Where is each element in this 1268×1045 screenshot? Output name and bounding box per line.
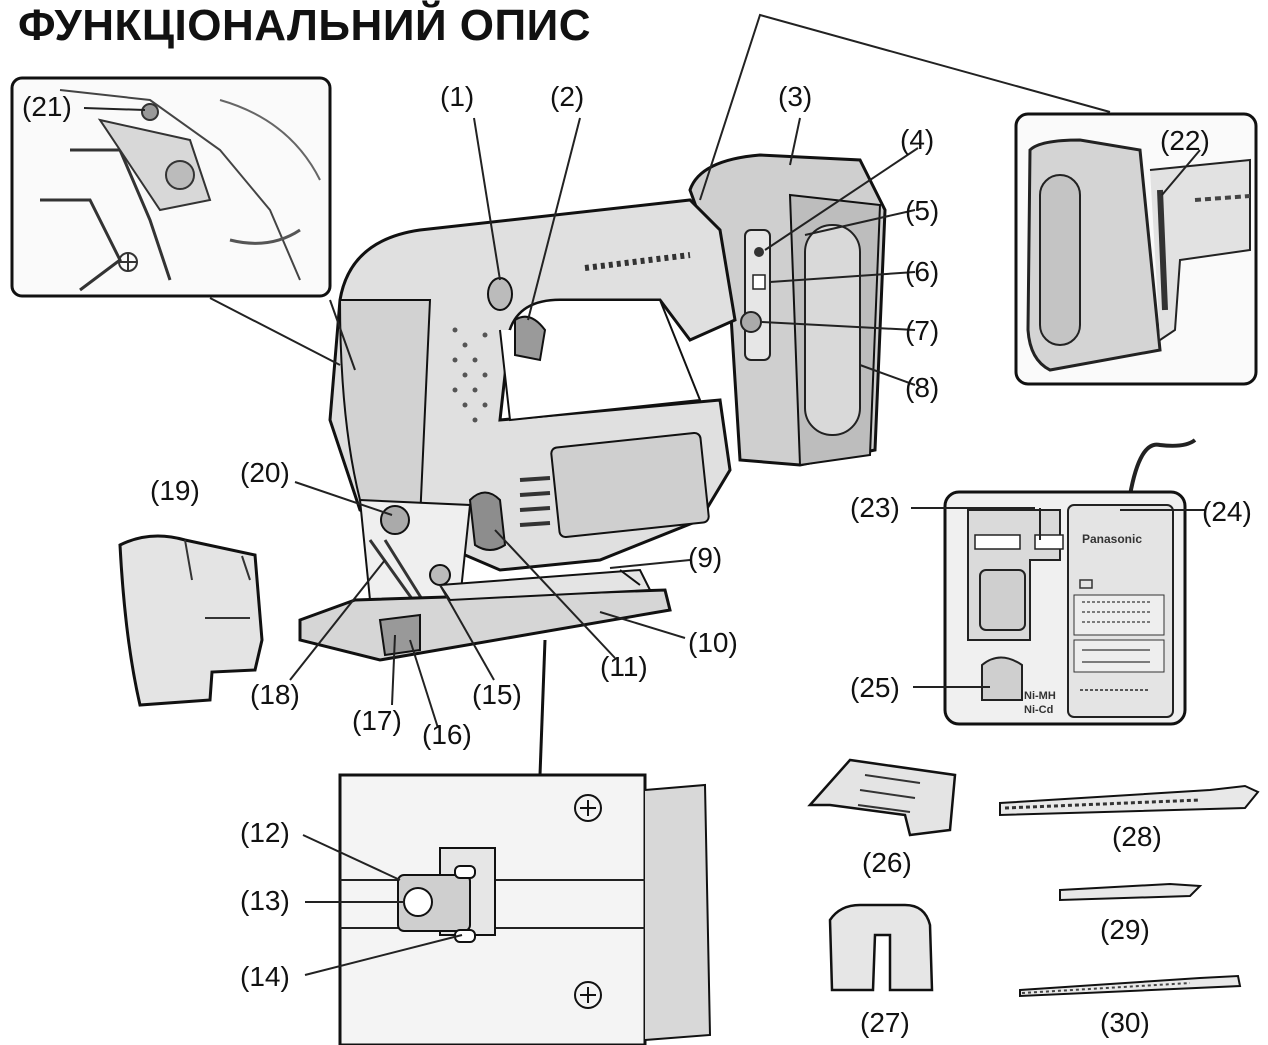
callout-29: (29) <box>1100 914 1150 945</box>
callout-15: (15) <box>472 679 522 710</box>
callout-13: (13) <box>240 885 290 916</box>
accessory-chip-deflector <box>828 903 934 992</box>
callout-11: (11) <box>600 651 648 682</box>
callout-25: (25) <box>850 672 900 703</box>
blade-guard <box>118 534 264 707</box>
callout-26: (26) <box>862 847 912 878</box>
callout-27: (27) <box>860 1007 910 1038</box>
battery-charger: Panasonic Ni-MH Ni-Cd <box>943 438 1197 726</box>
inset-blade-holder-detail <box>10 76 332 298</box>
callout-8: (8) <box>905 372 940 403</box>
callout-21: (21) <box>22 91 72 122</box>
callout-10: (10) <box>688 627 738 658</box>
charger-battery-type-nimh: Ni-MH <box>1024 690 1056 702</box>
callout-6: (6) <box>905 256 940 287</box>
callout-24: (24) <box>1202 496 1252 527</box>
callout-30: (30) <box>1100 1007 1150 1038</box>
callout-9: (9) <box>688 542 723 573</box>
callout-5: (5) <box>905 195 940 226</box>
callout-7: (7) <box>905 315 940 346</box>
callout-20: (20) <box>240 457 290 488</box>
callout-1: (1) <box>440 81 475 112</box>
callout-17: (17) <box>352 705 402 736</box>
accessory-anti-splinter-cover <box>807 758 957 837</box>
callout-19: (19) <box>150 475 200 506</box>
inset-base-underside <box>338 639 712 1045</box>
jigsaw-illustration <box>298 153 887 662</box>
callout-16: (16) <box>422 719 472 750</box>
callout-12: (12) <box>240 817 290 848</box>
accessory-saw-blades <box>999 784 1260 998</box>
leader-lines <box>83 13 1205 976</box>
charger-battery-type-nicd: Ni-Cd <box>1024 704 1053 716</box>
callout-4: (4) <box>900 124 935 155</box>
callout-23: (23) <box>850 492 900 523</box>
callout-28: (28) <box>1112 821 1162 852</box>
charger-brand-text: Panasonic <box>1082 532 1142 546</box>
inset-battery-release-detail <box>1014 112 1258 386</box>
callout-18: (18) <box>250 679 300 710</box>
callout-22: (22) <box>1160 125 1210 156</box>
page-title: ФУНКЦІОНАЛЬНИЙ ОПИС <box>18 1 592 50</box>
callout-14: (14) <box>240 961 290 992</box>
callout-3: (3) <box>778 81 813 112</box>
callout-2: (2) <box>550 81 585 112</box>
